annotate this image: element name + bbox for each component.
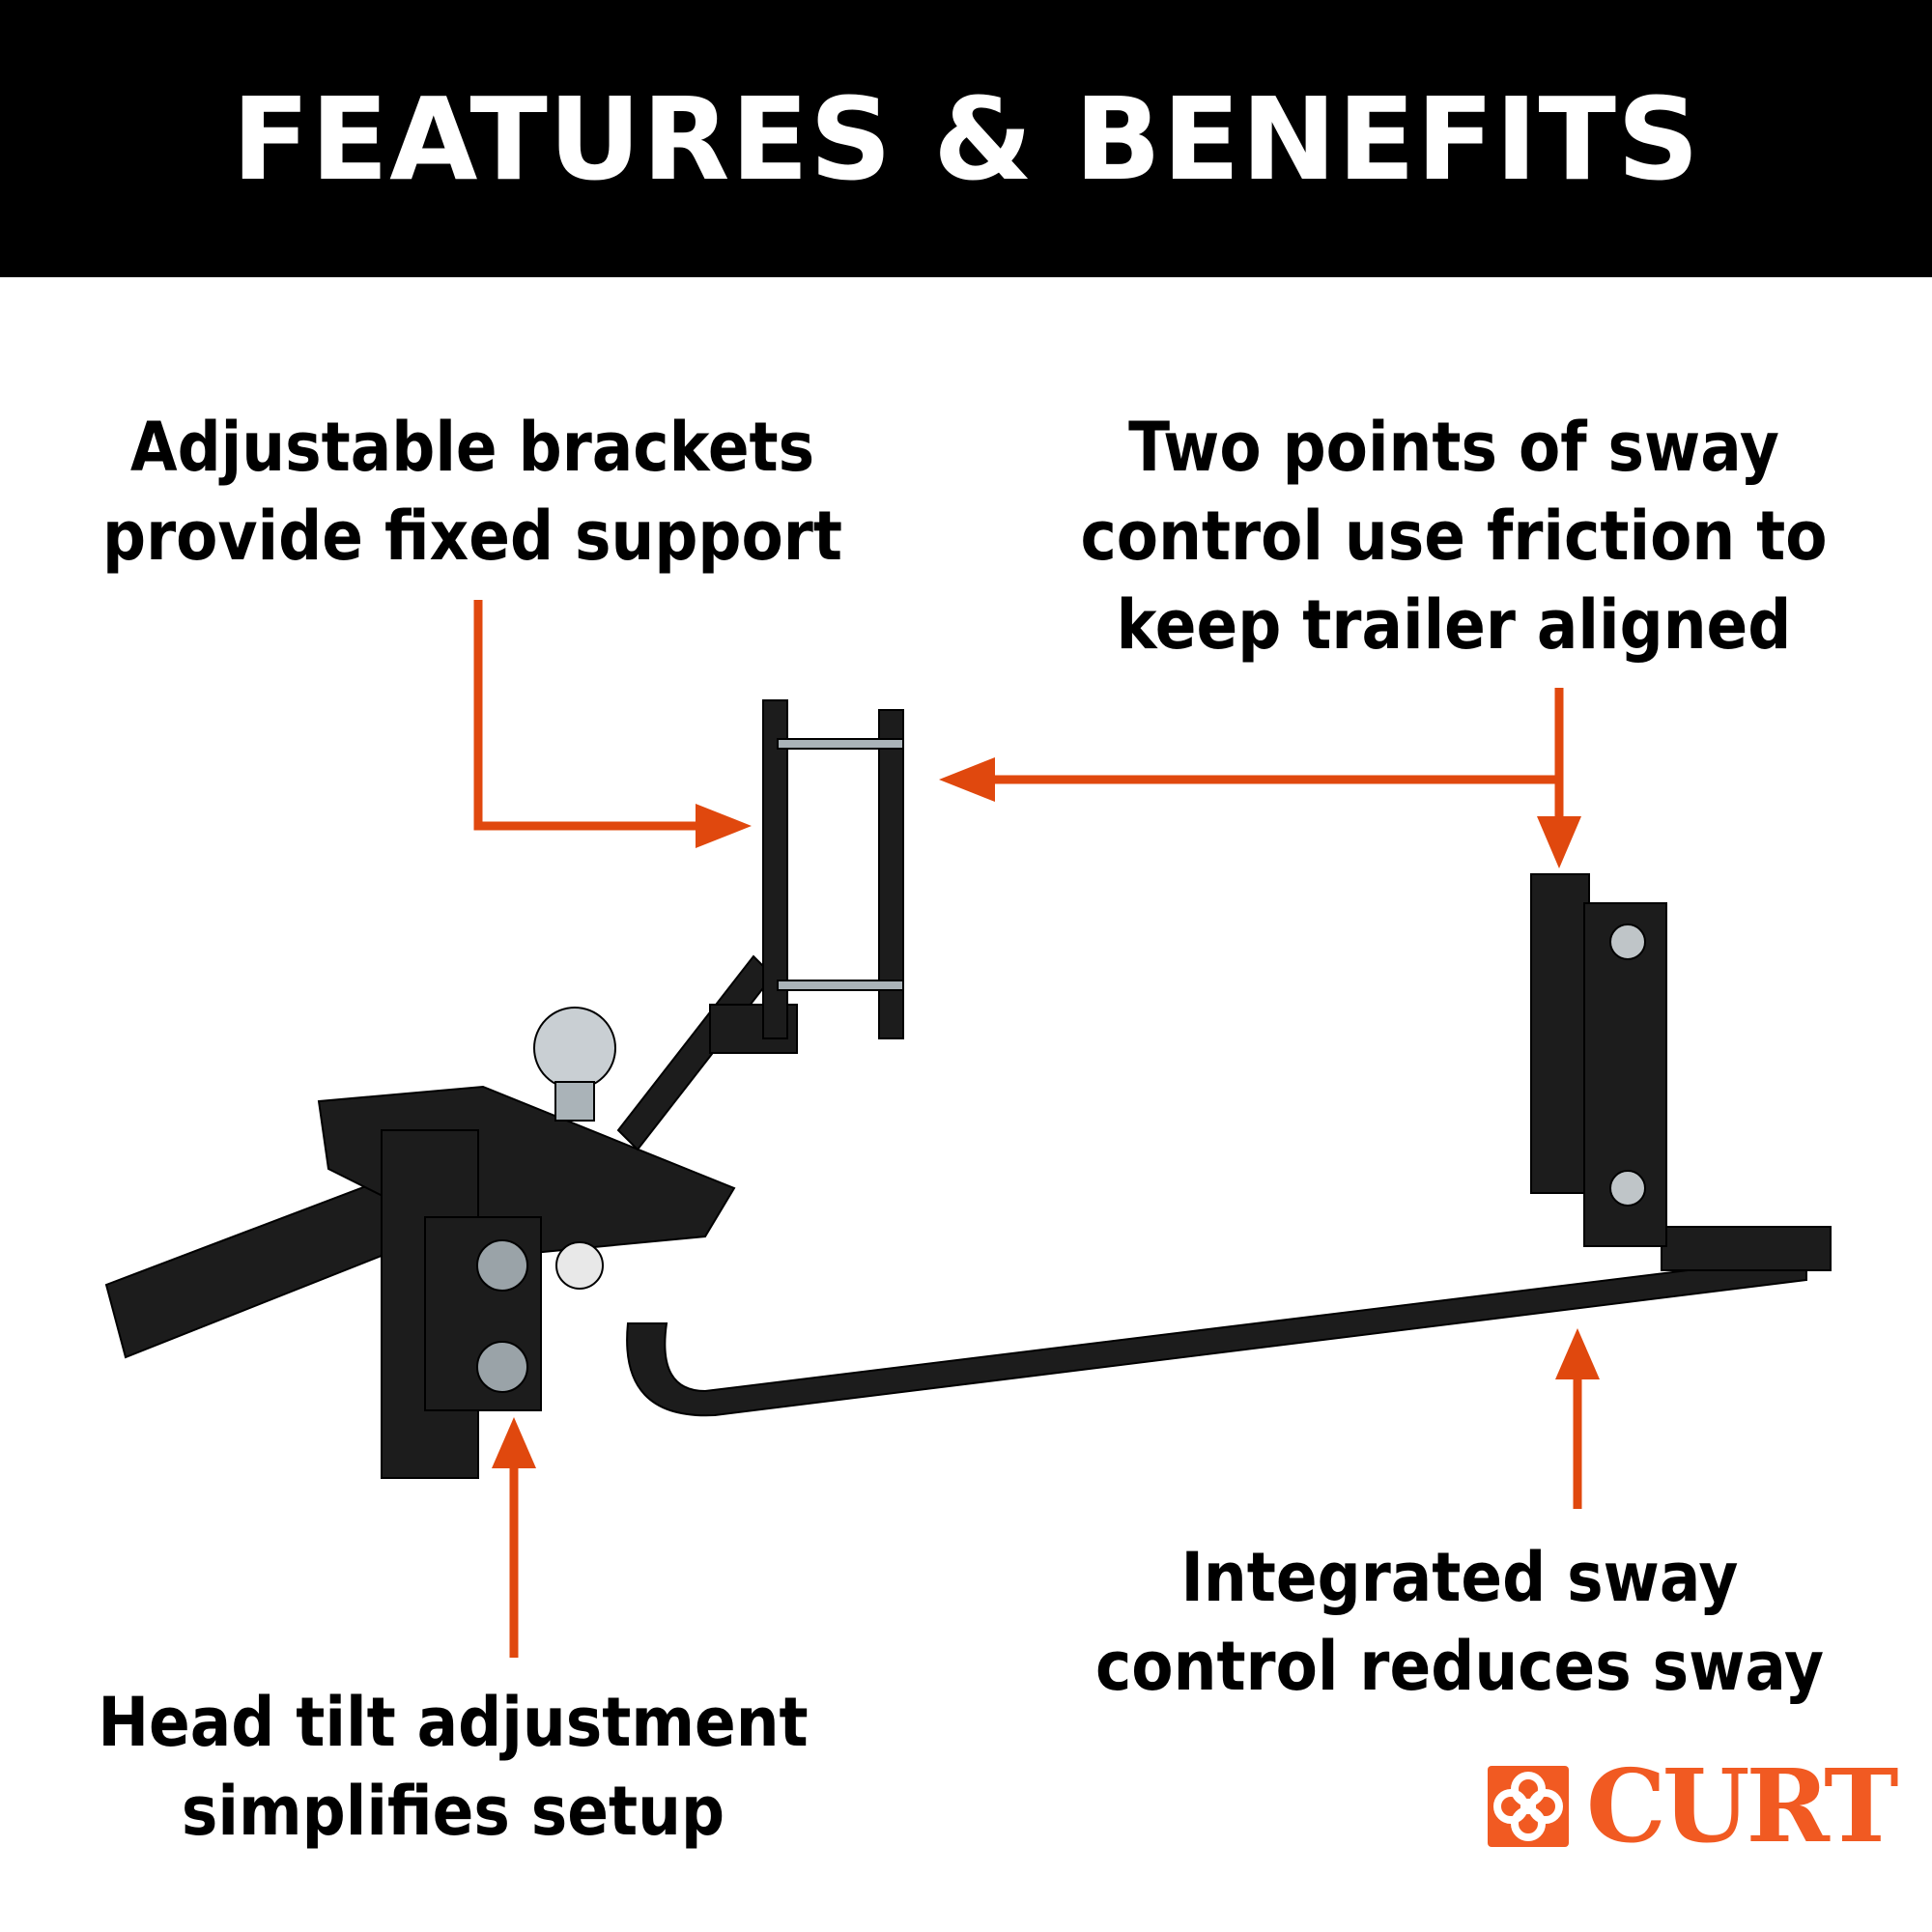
header-banner: FEATURES & BENEFITS	[0, 0, 1932, 277]
arrowhead-sway-points-horizontal	[939, 757, 995, 802]
arrowhead-adjustable-brackets	[696, 804, 752, 848]
callout-line: Integrated sway	[1180, 1538, 1739, 1617]
arrowhead-integrated-sway	[1555, 1328, 1600, 1379]
arrowheads	[492, 757, 1600, 1468]
rear-bracket-bolt-lower	[777, 980, 904, 991]
front-bracket-bolt-lower	[1609, 1170, 1646, 1207]
curt-cloverleaf-icon	[1488, 1766, 1569, 1847]
rear-bracket-bolt-upper	[777, 738, 904, 750]
curt-logo: CURT	[1488, 1747, 1898, 1865]
tilt-bolt-lower	[476, 1341, 528, 1393]
tilt-bolt-upper	[476, 1239, 528, 1292]
callout-line: simplifies setup	[181, 1772, 725, 1851]
callout-line: provide fixed support	[102, 497, 842, 576]
callout-line: control use friction to	[1080, 497, 1828, 576]
hitch-ball	[533, 1007, 616, 1090]
callout-sway-points: Two points of sway control use friction …	[1080, 403, 1827, 669]
front-bracket-bolt-upper	[1609, 923, 1646, 960]
spring-bar-end	[1661, 1226, 1832, 1271]
callout-line: Head tilt adjustment	[98, 1683, 809, 1762]
sway-friction-pad	[555, 1241, 604, 1290]
callout-line: Two points of sway	[1128, 408, 1779, 487]
callout-line: keep trailer aligned	[1116, 585, 1792, 665]
callout-arrows	[473, 600, 1582, 1658]
arrowhead-sway-points-vertical	[1537, 816, 1581, 868]
callout-adjustable-brackets: Adjustable brackets provide fixed suppor…	[102, 403, 842, 581]
front-bracket-plate-back	[1530, 873, 1590, 1194]
callout-head-tilt: Head tilt adjustment simplifies setup	[98, 1678, 808, 1856]
weight-distribution-hitch	[104, 699, 1832, 1479]
hitch-ball-shank	[554, 1081, 595, 1122]
callout-line: control reduces sway	[1094, 1627, 1825, 1706]
callout-line: Adjustable brackets	[129, 408, 815, 487]
page-title: FEATURES & BENEFITS	[231, 71, 1701, 206]
arrowhead-head-tilt	[492, 1417, 536, 1468]
arrow-adjustable-brackets	[473, 600, 705, 831]
callout-integrated-sway: Integrated sway control reduces sway	[1095, 1533, 1824, 1711]
hitch-shank	[104, 1177, 408, 1359]
spring-bar	[626, 1254, 1807, 1417]
curt-wordmark: CURT	[1586, 1747, 1898, 1865]
